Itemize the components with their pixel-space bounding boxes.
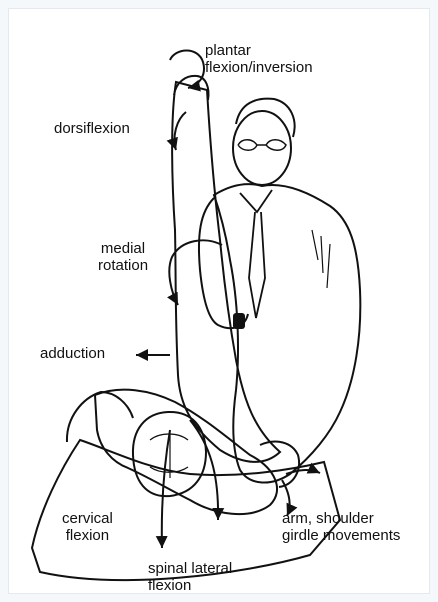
clinician-collar-tie <box>240 190 272 318</box>
medial-rotation-arrow <box>169 240 222 305</box>
label-cervical-flexion: cervical flexion <box>62 510 113 544</box>
clinician-body <box>214 184 360 482</box>
wrist-watch <box>233 313 245 329</box>
dorsiflexion-arrow <box>174 112 186 150</box>
label-adduction: adduction <box>40 345 105 362</box>
clinician-arm <box>199 198 248 328</box>
clinician-glasses <box>238 140 286 151</box>
label-dorsiflexion: dorsiflexion <box>54 120 130 137</box>
label-arm-shoulder-girdle-movements: arm, shoulder girdle movements <box>282 510 400 544</box>
label-plantar-flexion-inversion: plantar flexion/inversion <box>205 42 313 76</box>
clinician-sleeve-lines <box>312 230 330 288</box>
label-spinal-lateral-flexion: spinal lateral flexion <box>148 560 232 594</box>
label-medial-rotation: medial rotation <box>98 240 148 274</box>
patient-arm-left <box>67 392 133 442</box>
arm-shoulder-arrow-secondary <box>286 470 320 474</box>
